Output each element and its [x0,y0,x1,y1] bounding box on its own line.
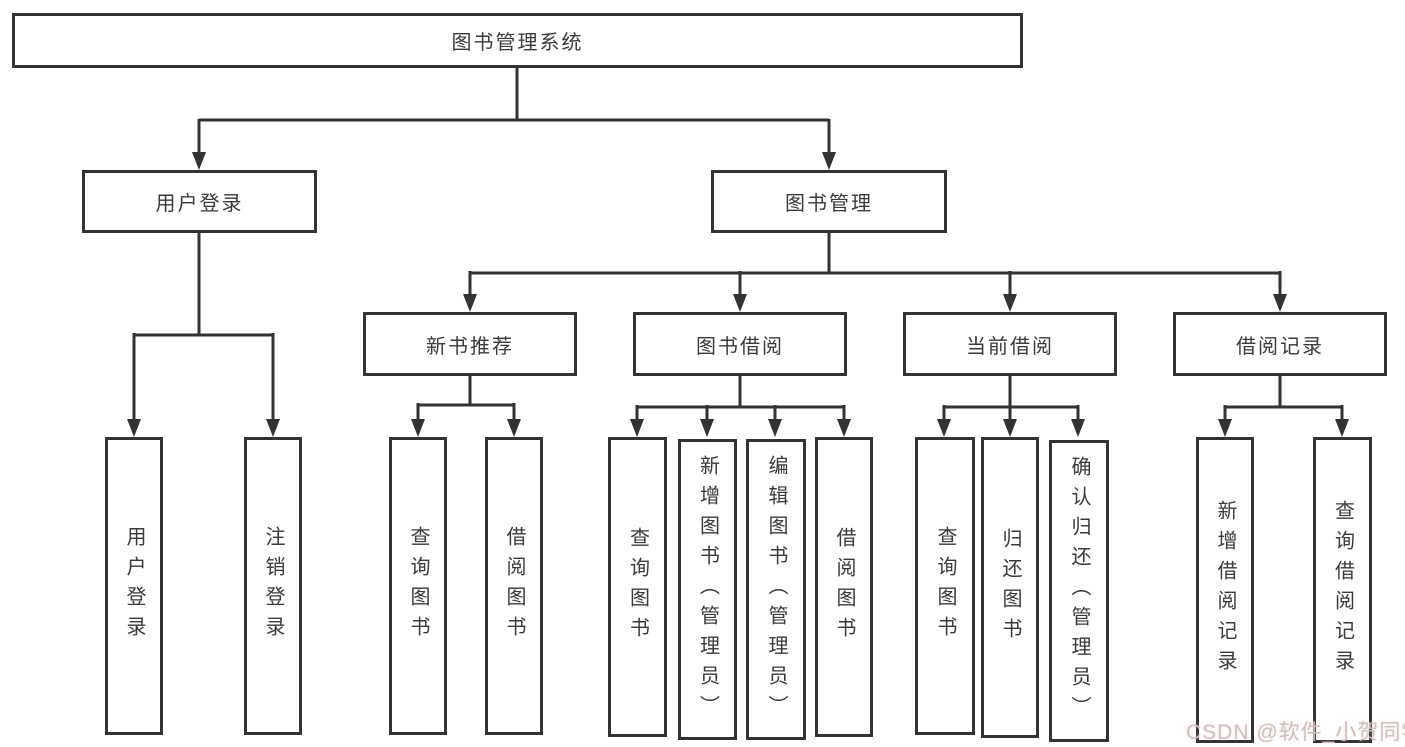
node-label: 图书管理系统 [451,32,584,54]
node-borrow-records: 借阅记录 [1173,312,1387,376]
leaf-query-books-recommend: 查询图书 [389,437,447,735]
node-label: 新书推荐 [426,335,514,358]
leaf-query-books-current: 查询图书 [915,437,975,735]
node-label: 新增借阅记录 [1214,500,1236,680]
leaf-query-books-borrow: 查询图书 [608,437,667,737]
node-user-login: 用户登录 [82,170,317,233]
node-label: 当前借阅 [966,335,1054,358]
leaf-add-books-admin: 新增图书（管理员） [678,439,737,740]
leaf-edit-books-admin: 编辑图书（管理员） [746,439,806,740]
leaf-borrow-books: 借阅图书 [815,437,873,737]
node-label: 借阅图书 [833,527,855,647]
node-book-borrow: 图书借阅 [633,312,847,376]
node-label: 借阅记录 [1236,335,1324,358]
node-label: 注销登录 [262,526,284,646]
leaf-add-borrow-record: 新增借阅记录 [1196,437,1254,743]
node-label: 借阅图书 [503,526,525,646]
leaf-borrow-books-recommend: 借阅图书 [485,437,543,735]
arrowheads [127,152,1349,437]
leaf-logout: 注销登录 [244,437,302,735]
csdn-watermark: CSDN @软件_小贺同学 [1186,721,1405,744]
leaf-user-login: 用户登录 [105,437,163,735]
node-label: 归还图书 [999,527,1021,648]
node-book-management: 图书管理 [711,170,947,233]
node-library-management-system: 图书管理系统 [12,13,1023,68]
node-label: 图书管理 [785,193,873,215]
leaf-confirm-return-admin: 确认归还（管理员） [1049,440,1109,742]
node-label: 查询图书 [407,526,429,646]
node-label: 确认归还（管理员） [1068,456,1090,726]
node-label: 查询图书 [934,526,956,646]
node-label: 新增图书（管理员） [696,454,719,725]
node-label: 编辑图书（管理员） [765,454,787,725]
leaf-query-borrow-record: 查询借阅记录 [1313,437,1372,743]
node-label: 用户登录 [155,193,244,215]
node-label: 查询图书 [626,527,649,647]
node-current-borrow: 当前借阅 [903,312,1117,376]
node-label: 图书借阅 [696,335,784,358]
leaf-return-books: 归还图书 [981,437,1039,738]
node-new-book-recommend: 新书推荐 [363,312,577,376]
node-label: 查询借阅记录 [1331,500,1354,680]
node-label: 用户登录 [123,526,145,646]
